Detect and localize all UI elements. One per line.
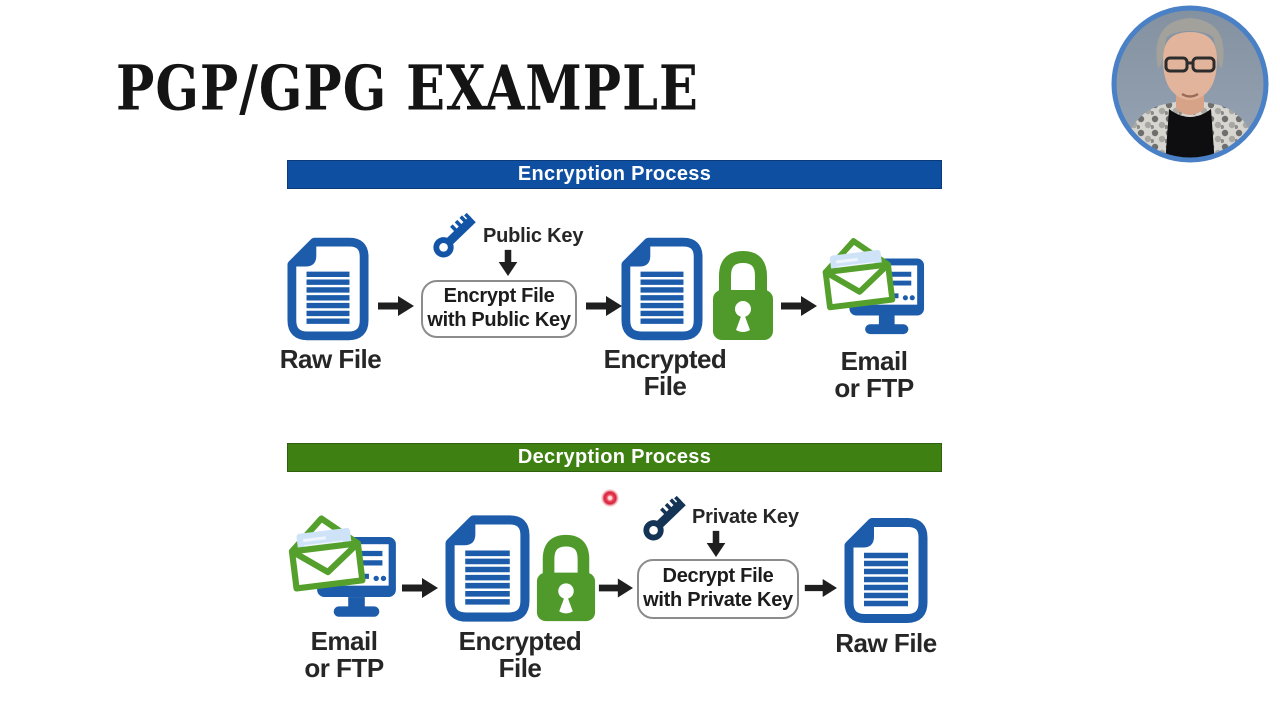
presenter-webcam-bubble <box>1109 3 1271 165</box>
public-key-icon <box>426 205 484 263</box>
private-key-icon <box>636 488 694 546</box>
encrypted-file-document-icon <box>445 514 530 623</box>
email-or-ftp-label: Email or FTP <box>834 346 914 404</box>
email-monitor-icon <box>820 233 926 341</box>
arrow-right-icon <box>584 294 622 318</box>
arrow-right-icon <box>597 576 633 600</box>
raw-file-document-icon <box>844 517 928 624</box>
encrypted-file-label: Encrypted File <box>458 626 582 684</box>
encrypted-file-document-icon <box>621 236 703 342</box>
decryption-header-label: Decryption Process <box>517 446 712 468</box>
encryption-process-header: Encryption Process <box>287 160 942 189</box>
raw-file-label: Raw File <box>279 344 382 374</box>
padlock-icon <box>711 247 775 343</box>
decrypt-file-box: Decrypt File with Private Key <box>637 559 799 619</box>
encrypted-file-label: Encrypted File <box>603 344 727 402</box>
public-key-label: Public Key <box>483 225 584 247</box>
email-or-ftp-label: Email or FTP <box>304 626 384 684</box>
decryption-process-header: Decryption Process <box>287 443 942 472</box>
padlock-icon <box>535 531 597 624</box>
arrow-right-icon <box>396 576 442 600</box>
raw-file-label: Raw File <box>835 628 937 658</box>
private-key-label: Private Key <box>692 506 799 528</box>
arrow-right-icon <box>779 294 817 318</box>
page-title: PGP/GPG EXAMPLE <box>116 52 699 126</box>
arrow-right-icon <box>803 576 837 600</box>
laser-pointer-dot <box>601 489 619 507</box>
encryption-header-label: Encryption Process <box>517 163 712 185</box>
arrow-down-icon <box>496 248 520 276</box>
raw-file-document-icon <box>287 236 369 342</box>
arrow-right-icon <box>376 294 414 318</box>
email-monitor-icon <box>286 510 398 624</box>
encrypt-file-box: Encrypt File with Public Key <box>421 280 577 338</box>
arrow-down-icon <box>704 529 728 557</box>
